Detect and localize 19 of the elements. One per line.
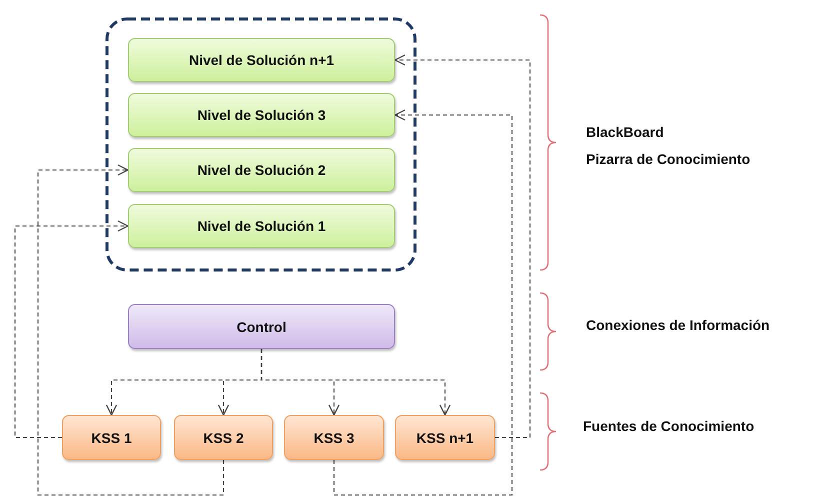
dashed-arrow	[394, 54, 531, 438]
control-box: Control	[128, 304, 395, 349]
source-box: KSS 1	[62, 415, 161, 460]
level-box: Nivel de Solución 3	[128, 93, 395, 137]
source-box: KSS n+1	[395, 415, 495, 460]
section-label: BlackBoard	[586, 124, 664, 140]
dashed-arrow	[260, 349, 451, 416]
blackboard-container	[105, 17, 417, 272]
dashed-arrow	[14, 220, 129, 438]
level-box: Nivel de Solución n+1	[128, 38, 395, 82]
section-label: Fuentes de Conocimiento	[583, 418, 754, 434]
section-label: Conexiones de Información	[586, 317, 770, 333]
dashed-arrow	[37, 164, 224, 496]
section-label: Pizarra de Conocimiento	[586, 151, 750, 167]
level-box: Nivel de Solución 2	[128, 148, 395, 192]
source-box: KSS 2	[174, 415, 273, 460]
dashed-arrow	[333, 109, 513, 496]
level-box: Nivel de Solución 1	[128, 204, 395, 248]
source-box: KSS 3	[284, 415, 384, 460]
